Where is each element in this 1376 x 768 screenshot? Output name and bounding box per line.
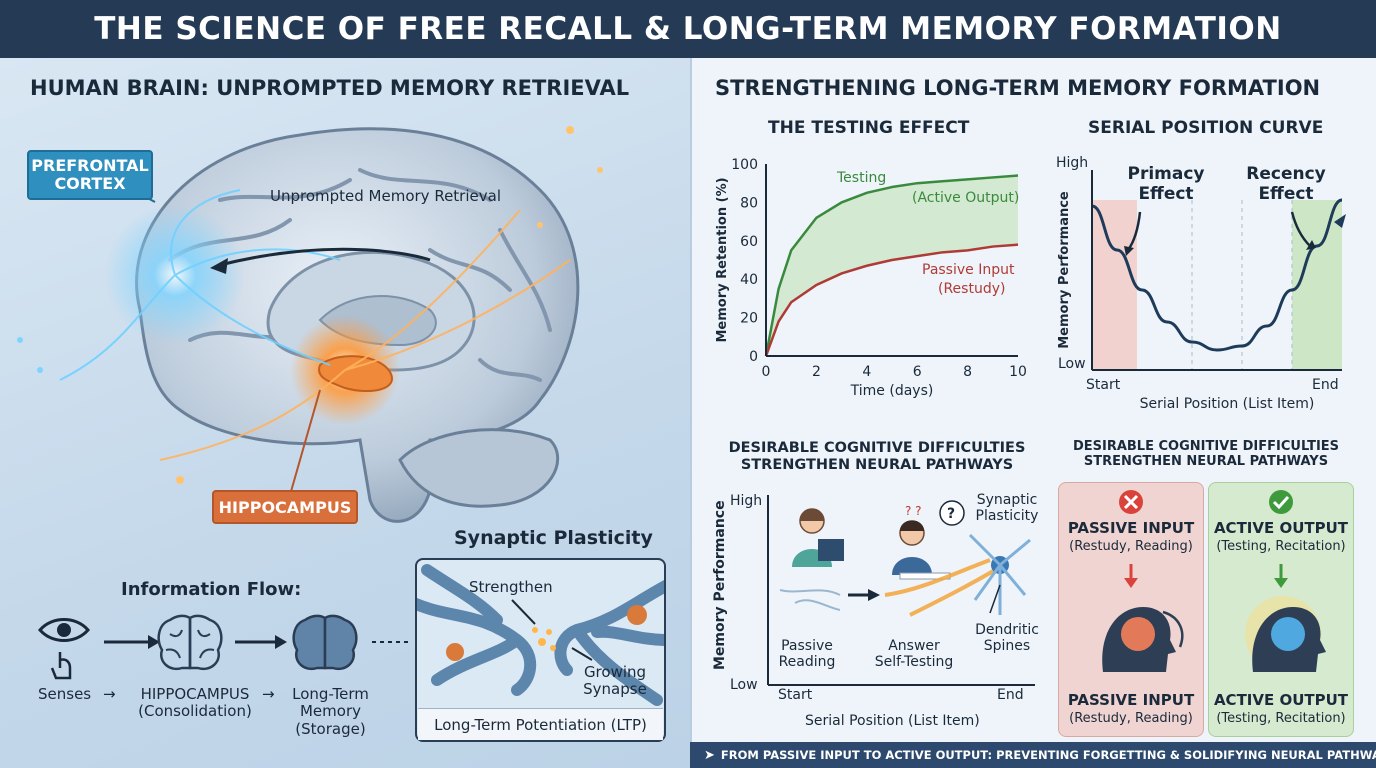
- x-axis-label: Time (days): [850, 383, 934, 399]
- y-axis-label: Memory Performance: [1057, 191, 1072, 349]
- active-output-sub: (Testing, Recitation): [1216, 539, 1346, 554]
- svg-text:? ?: ? ?: [905, 504, 922, 518]
- main-title: THE SCIENCE OF FREE RECALL & LONG-TERM M…: [94, 11, 1282, 47]
- y-axis-label: Memory Performance: [712, 500, 728, 670]
- eye-icon: [38, 618, 90, 680]
- passive-input-sub-bottom: (Restudy, Reading): [1069, 711, 1193, 726]
- x-tick-label: 10: [1009, 364, 1027, 380]
- serial-curve-title: SERIAL POSITION CURVE: [1088, 118, 1324, 138]
- rocket-icon: ➤: [704, 747, 715, 763]
- x-tick-label: 8: [963, 364, 972, 380]
- x-start-label: Start: [1086, 377, 1121, 393]
- hippocampus-label: HIPPOCAMPUS: [212, 490, 358, 524]
- x-start-label: Start: [778, 687, 813, 703]
- x-axis-label: Serial Position (List Item): [805, 713, 980, 729]
- neuron-icon: [968, 533, 1031, 615]
- testing-series-line: [764, 174, 1019, 357]
- strengthen-label: Strengthen: [469, 578, 553, 596]
- passive-series-line: [764, 243, 1019, 357]
- flow-senses: Senses: [38, 685, 92, 703]
- active-output-sub-bottom: (Testing, Recitation): [1216, 711, 1346, 726]
- passive-head-icon: [1102, 607, 1184, 672]
- passive-series-sub: (Restudy): [938, 281, 1005, 297]
- growing-synapse-label: Growing Synapse: [583, 663, 647, 699]
- answer-self-testing-label: Answer Self-Testing: [874, 638, 954, 671]
- y-low-label: Low: [730, 677, 758, 693]
- y-tick-label: 100: [731, 157, 758, 173]
- recency-region: [1292, 200, 1342, 370]
- testing-series-label: Testing: [836, 170, 886, 186]
- footer-banner: ➤ FROM PASSIVE INPUT TO ACTIVE OUTPUT: P…: [690, 742, 1376, 768]
- synaptic-title: Synaptic Plasticity: [454, 527, 653, 549]
- flow-title: Information Flow:: [121, 579, 302, 600]
- thinking-person-icon: ? ? ?: [892, 500, 965, 580]
- x-tick-label: 2: [812, 364, 821, 380]
- testing-effect-title: THE TESTING EFFECT: [768, 118, 970, 138]
- brain-filled-icon: [292, 614, 358, 671]
- primacy-pointer-head: [1124, 246, 1134, 256]
- down-arrow-red-icon: [1124, 564, 1138, 588]
- x-end-label: End: [997, 687, 1024, 703]
- y-tick-label: 0: [749, 349, 758, 365]
- comparison-icons: [1102, 490, 1326, 672]
- recency-pointer: [1290, 211, 1311, 247]
- passive-input-title: PASSIVE INPUT: [1067, 519, 1195, 537]
- synaptic-plasticity-small-label: Synaptic Plasticity: [975, 492, 1039, 525]
- curve-arrowhead: [1334, 214, 1346, 228]
- brain-illustration: [17, 126, 603, 523]
- flow-ltm: Long-Term Memory (Storage): [292, 685, 369, 738]
- primacy-label: Primacy Effect: [1127, 164, 1205, 204]
- brain-outline-icon: [157, 614, 223, 671]
- retrieval-label: Unprompted Memory Retrieval: [270, 187, 501, 205]
- recency-label: Recency Effect: [1246, 164, 1326, 204]
- dendritic-spines-label: Dendritic Spines: [975, 622, 1039, 655]
- passive-input-title-bottom: PASSIVE INPUT: [1067, 691, 1195, 709]
- ltp-caption: Long-Term Potentiation (LTP): [418, 708, 663, 740]
- testing-gap-area: [766, 175, 1018, 356]
- active-output-title-bottom: ACTIVE OUTPUT: [1213, 691, 1349, 709]
- serial-curve-line: [1091, 198, 1343, 352]
- y-high-label: High: [730, 493, 762, 509]
- difficulties-left-title: DESIRABLE COGNITIVE DIFFICULTIES STRENGT…: [728, 440, 1026, 473]
- x-axis-label: Serial Position (List Item): [1140, 396, 1315, 412]
- flow-hippocampus: HIPPOCAMPUS (Consolidation): [138, 685, 252, 721]
- x-end-label: End: [1312, 377, 1339, 393]
- y-tick-label: 60: [740, 234, 758, 250]
- flow-arrow-text-2: →: [262, 685, 275, 703]
- passive-input-sub: (Restudy, Reading): [1069, 539, 1193, 554]
- active-head-icon: [1245, 596, 1326, 672]
- y-high-label: High: [1056, 155, 1088, 171]
- footer-text: FROM PASSIVE INPUT TO ACTIVE OUTPUT: PRE…: [720, 748, 1376, 762]
- active-output-title: ACTIVE OUTPUT: [1213, 519, 1349, 537]
- difficulties-illustration: High Low Memory Performance ? ? ? Start …: [712, 493, 1035, 729]
- svg-text:?: ?: [947, 506, 955, 522]
- flow-arrow-text: →: [103, 685, 116, 703]
- y-tick-label: 40: [740, 272, 758, 288]
- passive-reading-label: Passive Reading: [778, 638, 836, 671]
- right-section-title: STRENGTHENING LONG-TERM MEMORY FORMATION: [715, 76, 1321, 100]
- difficulties-right-title: DESIRABLE COGNITIVE DIFFICULTIES STRENGT…: [1072, 439, 1340, 469]
- y-tick-label: 20: [740, 311, 758, 327]
- flow-diagram: [38, 614, 410, 680]
- brain-section-title: HUMAN BRAIN: UNPROMPTED MEMORY RETRIEVAL: [30, 76, 630, 100]
- prefrontal-cortex-label: PREFRONTAL CORTEX: [27, 150, 153, 200]
- recency-pointer-head: [1306, 240, 1316, 250]
- x-tick-label: 6: [913, 364, 922, 380]
- y-tick-label: 80: [740, 195, 758, 211]
- down-arrow-green-icon: [1274, 564, 1288, 588]
- check-mark-icon: [1269, 490, 1293, 514]
- testing-series-sub: (Active Output): [912, 190, 1019, 206]
- title-bar: THE SCIENCE OF FREE RECALL & LONG-TERM M…: [0, 0, 1376, 58]
- primacy-region: [1092, 200, 1137, 370]
- passive-series-label: Passive Input: [922, 262, 1015, 278]
- synapse-illustration: [417, 564, 664, 706]
- x-tick-label: 4: [862, 364, 871, 380]
- x-mark-icon: [1119, 490, 1143, 514]
- y-low-label: Low: [1058, 356, 1086, 372]
- reading-person-icon: [792, 508, 844, 567]
- x-tick-label: 0: [762, 364, 771, 380]
- y-axis-label: Memory Retention (%): [715, 177, 730, 342]
